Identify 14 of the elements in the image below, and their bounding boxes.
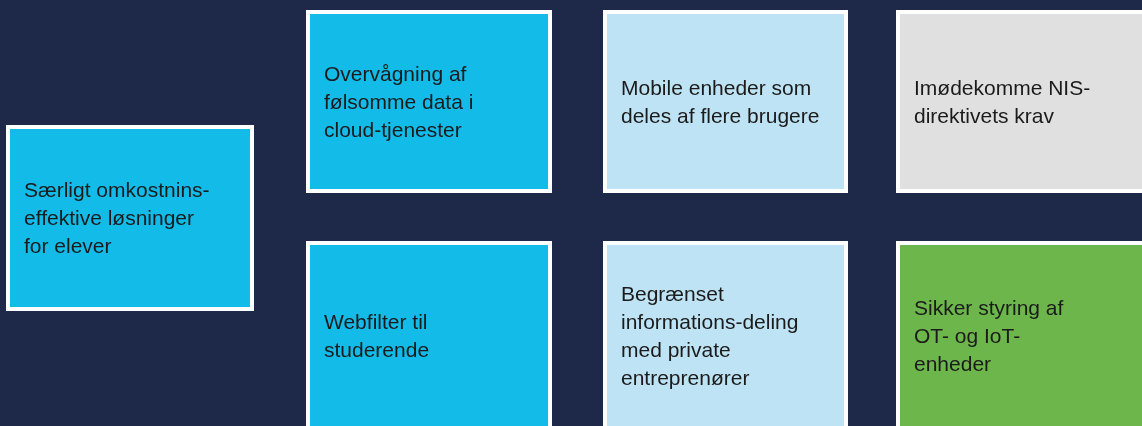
- box-text: Mobile enheder som deles af flere brugere: [621, 74, 821, 129]
- box-text: Overvågning af følsomme data i cloud-tjenester: [324, 60, 475, 143]
- text-box: [896, 241, 1142, 426]
- box-text: Begrænset informations-deling med private entreprenører: [621, 280, 800, 391]
- text-box: [603, 10, 848, 193]
- text-box: [306, 10, 552, 193]
- box-text: Særligt omkostnins-effektive løsninger for elever: [24, 177, 211, 259]
- box-text: Sikker styring af OT- og IoT-enheder: [914, 294, 1065, 377]
- text-box: [603, 241, 848, 426]
- box-text: Imødekomme NIS-direktivets krav: [914, 74, 1092, 129]
- text-box: [6, 125, 254, 311]
- text-box: [896, 10, 1142, 193]
- text-box: [306, 241, 552, 426]
- box-text: Webfilter til studerende: [324, 308, 431, 363]
